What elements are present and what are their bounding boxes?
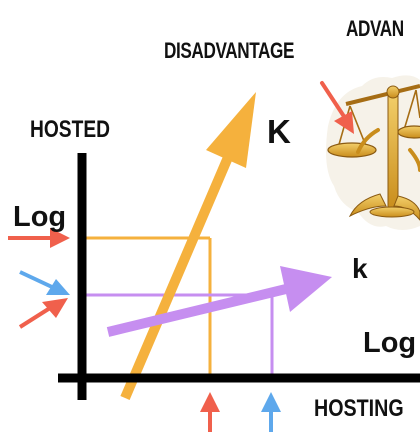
small-k-arrow [106, 266, 332, 337]
small-k-label: k [352, 253, 368, 284]
red-marker-y-lower [18, 298, 68, 329]
red-marker-y-upper [8, 228, 70, 248]
balance-scale-icon [326, 75, 420, 230]
y-axis-title: HOSTED [30, 116, 111, 143]
big-k-label: K [267, 113, 291, 150]
disadvantage-label: DISADVANTAGE [164, 38, 295, 63]
blue-marker-x [261, 392, 281, 432]
x-axis-title: HOSTING [314, 395, 404, 422]
x-axis-scale-label: Log [363, 327, 417, 359]
advantage-label: ADVAN [346, 16, 404, 41]
disadvantage-pointer-arrow [320, 81, 354, 134]
big-k-arrow [120, 92, 256, 400]
blue-marker-y [19, 270, 70, 295]
y-axis-scale-label: Log [13, 201, 67, 233]
red-marker-x [200, 392, 220, 432]
